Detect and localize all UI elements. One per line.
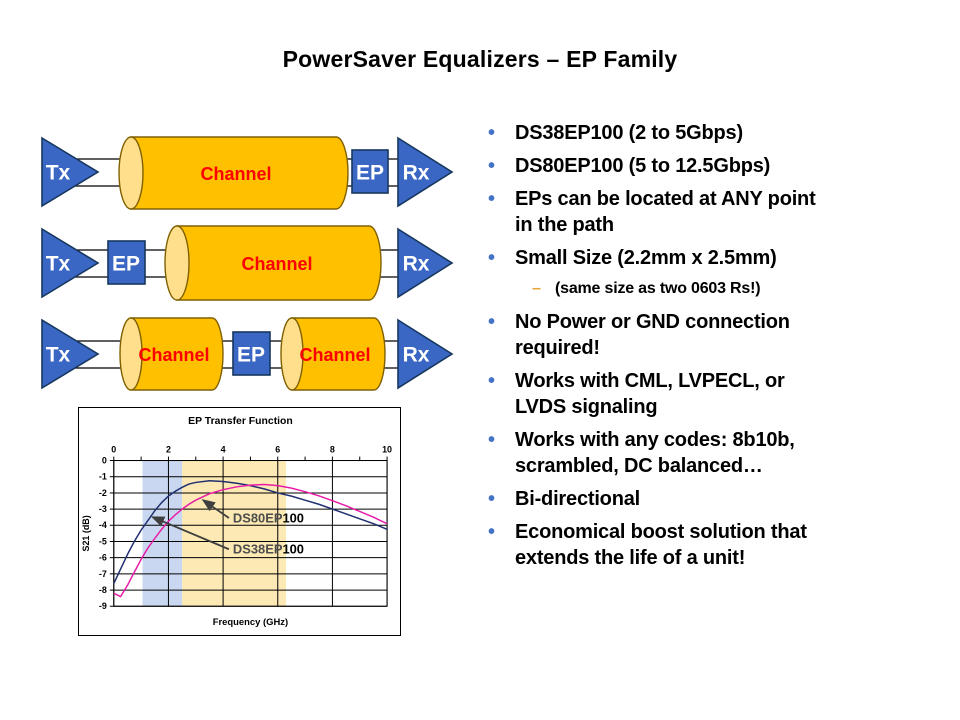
svg-text:4: 4 bbox=[221, 445, 226, 455]
tx-label: Tx bbox=[46, 344, 71, 367]
chart-axis-tick-labels: 0 2 4 6 8 10 0 -1 -2 -3 -4 -5 -6 -7 -8 -9 bbox=[99, 445, 392, 612]
svg-text:10: 10 bbox=[382, 445, 392, 455]
annotation-label-DS38EP100: DS38EP100 bbox=[233, 542, 304, 557]
bullet-text: DS38EP100 (2 to 5Gbps) bbox=[515, 122, 743, 144]
channel-label: Channel bbox=[299, 345, 370, 365]
channel-cylinder bbox=[176, 225, 382, 301]
tx-label: Tx bbox=[46, 162, 71, 185]
svg-text:-1: -1 bbox=[99, 472, 107, 482]
slide-title: PowerSaver Equalizers – EP Family bbox=[282, 46, 678, 72]
channel-label: Channel bbox=[241, 254, 312, 274]
curve-DS38EP100 bbox=[113, 480, 388, 584]
bullet-icon: • bbox=[488, 122, 496, 144]
ep-label: EP bbox=[112, 253, 140, 276]
bullet-item: • Economical boost solution that extends… bbox=[488, 519, 933, 571]
svg-text:0: 0 bbox=[102, 456, 107, 466]
svg-text:-4: -4 bbox=[99, 520, 107, 530]
chart-grid bbox=[109, 456, 388, 607]
rx-label: Rx bbox=[403, 253, 430, 276]
channel-cylinder-cap bbox=[280, 317, 304, 391]
bullet-item: • DS38EP100 (2 to 5Gbps) bbox=[488, 120, 933, 146]
sub-bullet-item: – (same size as two 0603 Rs!) bbox=[488, 278, 933, 300]
bullet-item: • DS80EP100 (5 to 12.5Gbps) bbox=[488, 153, 933, 179]
channel-cylinder-cap bbox=[118, 136, 144, 210]
svg-text:-3: -3 bbox=[99, 504, 107, 514]
bullet-text: No Power or GND connection required! bbox=[515, 311, 790, 359]
tx-transmitter bbox=[41, 136, 100, 208]
channel-cylinder-cap bbox=[164, 225, 190, 301]
rx-receiver bbox=[397, 136, 454, 208]
chart-ylabel: S21 (dB) bbox=[81, 515, 91, 551]
bullet-text: DS80EP100 (5 to 12.5Gbps) bbox=[515, 155, 771, 177]
annotation-arrow bbox=[201, 499, 230, 519]
bullet-text: Small Size (2.2mm x 2.5mm) bbox=[515, 247, 777, 269]
channel-cylinder bbox=[130, 317, 224, 391]
annotation-arrow bbox=[150, 516, 230, 551]
bullet-item: • Works with CML, LVPECL, or LVDS signal… bbox=[488, 368, 933, 420]
tx-transmitter bbox=[41, 227, 100, 299]
signal-path-diagrams: Tx Channel EP Rx Tx EP Channel Rx bbox=[41, 136, 454, 391]
rx-receiver bbox=[397, 227, 454, 299]
ep-label: EP bbox=[356, 162, 384, 185]
ep-label: EP bbox=[237, 344, 265, 367]
bullet-text: EPs can be located at ANY point in the p… bbox=[515, 188, 816, 236]
svg-text:-8: -8 bbox=[99, 585, 107, 595]
channel-cylinder-cap bbox=[119, 317, 143, 391]
bullet-item: • Small Size (2.2mm x 2.5mm) bbox=[488, 245, 933, 271]
svg-text:-2: -2 bbox=[99, 488, 107, 498]
bullet-icon: • bbox=[488, 370, 496, 392]
diagram-row-ep-channel: Tx EP Channel Rx bbox=[41, 225, 454, 301]
bullet-icon: • bbox=[488, 521, 496, 543]
channel-label: Channel bbox=[200, 164, 271, 184]
rx-label: Rx bbox=[403, 162, 430, 185]
bullet-icon: • bbox=[488, 247, 496, 269]
channel-cylinder bbox=[130, 136, 349, 210]
svg-text:-5: -5 bbox=[99, 537, 107, 547]
feature-bullet-list: • DS38EP100 (2 to 5Gbps) • DS80EP100 (5 … bbox=[488, 120, 933, 578]
ep-equalizer-box bbox=[351, 149, 389, 194]
bullet-item: • Bi-directional bbox=[488, 486, 933, 512]
svg-text:8: 8 bbox=[330, 445, 335, 455]
chart-xlabel: Frequency (GHz) bbox=[213, 616, 288, 627]
bullet-icon: • bbox=[488, 488, 496, 510]
bullet-text: (same size as two 0603 Rs!) bbox=[555, 280, 761, 297]
bullet-text: Economical boost solution that extends t… bbox=[515, 521, 807, 569]
tx-label: Tx bbox=[46, 253, 71, 276]
bullet-icon: • bbox=[488, 429, 496, 451]
svg-text:-7: -7 bbox=[99, 569, 107, 579]
svg-text:-9: -9 bbox=[99, 601, 107, 611]
annotation-label-DS80EP100: DS80EP100 bbox=[233, 511, 304, 526]
diagram-row-channel-ep: Tx Channel EP Rx bbox=[41, 136, 454, 210]
bullet-item: • Works with any codes: 8b10b, scrambled… bbox=[488, 427, 933, 479]
bullet-item: • EPs can be located at ANY point in the… bbox=[488, 186, 933, 238]
diagram-row-channel-ep-channel: Tx Channel EP Channel Rx bbox=[41, 317, 454, 391]
bullet-icon: • bbox=[488, 188, 496, 210]
bullet-text: Bi-directional bbox=[515, 488, 640, 510]
chart-title: EP Transfer Function bbox=[188, 416, 293, 427]
rx-receiver bbox=[397, 318, 454, 390]
svg-text:2: 2 bbox=[166, 445, 171, 455]
bullet-text: Works with CML, LVPECL, or LVDS signalin… bbox=[515, 370, 785, 418]
chart-canvas: 0 2 4 6 8 10 0 -1 -2 -3 -4 -5 -6 -7 -8 -9 DS80EP100DS38E… bbox=[81, 416, 392, 627]
bullet-icon: • bbox=[488, 155, 496, 177]
ep-equalizer-box bbox=[232, 331, 271, 376]
rx-label: Rx bbox=[403, 344, 430, 367]
curve-DS80EP100 bbox=[113, 483, 388, 598]
tx-transmitter bbox=[41, 318, 100, 390]
channel-cylinder bbox=[291, 317, 386, 391]
dash-icon: – bbox=[532, 280, 541, 297]
bullet-text: Works with any codes: 8b10b, scrambled, … bbox=[515, 429, 795, 477]
svg-text:6: 6 bbox=[275, 445, 280, 455]
bullet-icon: • bbox=[488, 311, 496, 333]
bullet-item: • No Power or GND connection required! bbox=[488, 309, 933, 361]
band-2to5gbps bbox=[142, 460, 183, 607]
ep-equalizer-box bbox=[107, 240, 146, 285]
channel-label: Channel bbox=[138, 345, 209, 365]
svg-text:-6: -6 bbox=[99, 553, 107, 563]
svg-text:0: 0 bbox=[111, 445, 116, 455]
